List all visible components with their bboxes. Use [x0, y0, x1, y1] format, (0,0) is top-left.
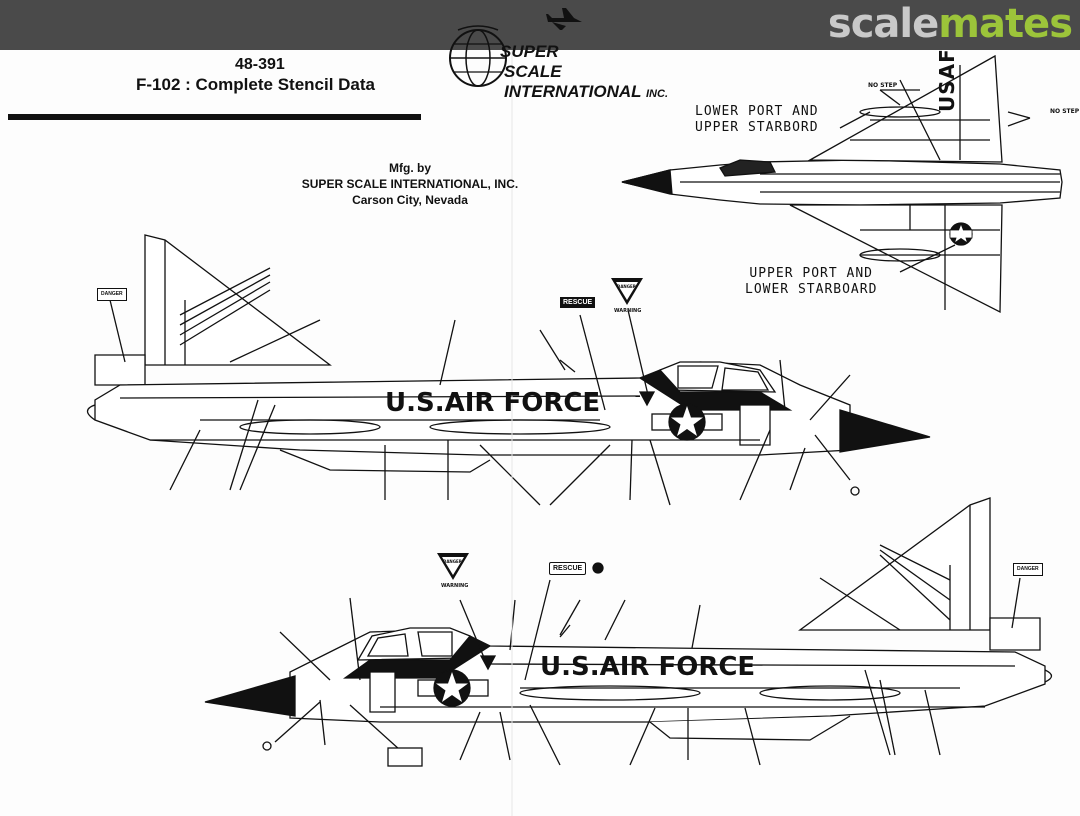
wing-usaf-marking: USAF — [935, 48, 959, 112]
top-view-aircraft — [621, 54, 1063, 314]
site-logo-part2: mates — [938, 1, 1073, 47]
side-view-aircraft-2 — [204, 497, 1053, 767]
logo-line-2: SCALE — [504, 62, 562, 81]
logo-line-3-row: INTERNATIONAL INC. — [504, 82, 668, 104]
view-label-bottom-line2: LOWER STARBOARD — [745, 282, 878, 297]
no-step-label-1: NO STEP — [1050, 108, 1080, 115]
site-logo[interactable]: scalemates — [827, 1, 1073, 47]
view-label-top-line1: LOWER PORT AND — [695, 104, 819, 119]
danger-label-lower: DANGER — [443, 559, 462, 564]
site-header-bar: scalemates — [0, 0, 1080, 50]
sheet-title: F-102 : Complete Stencil Data — [136, 75, 376, 94]
globe-logo-icon — [449, 25, 507, 87]
view-label-bottom-line1: UPPER PORT AND — [749, 266, 873, 281]
site-logo-part1: scale — [827, 1, 939, 47]
view-label-top: LOWER PORT AND UPPER STARBORD — [695, 104, 819, 136]
view-label-top-line2: UPPER STARBORD — [695, 120, 819, 135]
danger-triangle-icon — [611, 278, 643, 305]
side-view-aircraft-1 — [86, 234, 931, 506]
title-rule — [8, 114, 421, 120]
logo-line-3: INTERNATIONAL — [504, 82, 642, 101]
jet-logo-icon — [546, 8, 582, 30]
view-label-bottom: UPPER PORT AND LOWER STARBOARD — [745, 266, 877, 298]
catalog-number: 48-391 — [235, 56, 285, 73]
manufacturer-logo-text: SUPER SCALE INTERNATIONAL INC. — [500, 42, 668, 104]
manufacturer-location: Carson City, Nevada — [352, 193, 468, 207]
warning-label-upper: WARNING — [614, 308, 642, 314]
rescue-tag-lower: RESCUE — [549, 562, 587, 575]
manufacturer-block: Mfg. by SUPER SCALE INTERNATIONAL, INC. … — [280, 160, 540, 208]
manufacturer-name: SUPER SCALE INTERNATIONAL, INC. — [301, 177, 519, 191]
logo-inc: INC. — [646, 88, 668, 100]
danger-tag-left: DANGER — [97, 288, 127, 301]
no-step-label-2: NO STEP — [868, 82, 898, 89]
fuselage-marking-upper: U.S.AIR FORCE — [385, 388, 601, 418]
danger-label-upper: DANGER — [617, 284, 636, 289]
danger-triangle-icon — [437, 553, 469, 580]
warning-label-lower: WARNING — [441, 583, 469, 589]
logo-line-1: SUPER — [500, 42, 559, 61]
danger-tag-right: DANGER — [1013, 563, 1043, 576]
fuselage-marking-lower: U.S.AIR FORCE — [540, 652, 756, 682]
rescue-tag-upper: RESCUE — [560, 297, 596, 308]
mfg-label: Mfg. by — [389, 161, 431, 175]
